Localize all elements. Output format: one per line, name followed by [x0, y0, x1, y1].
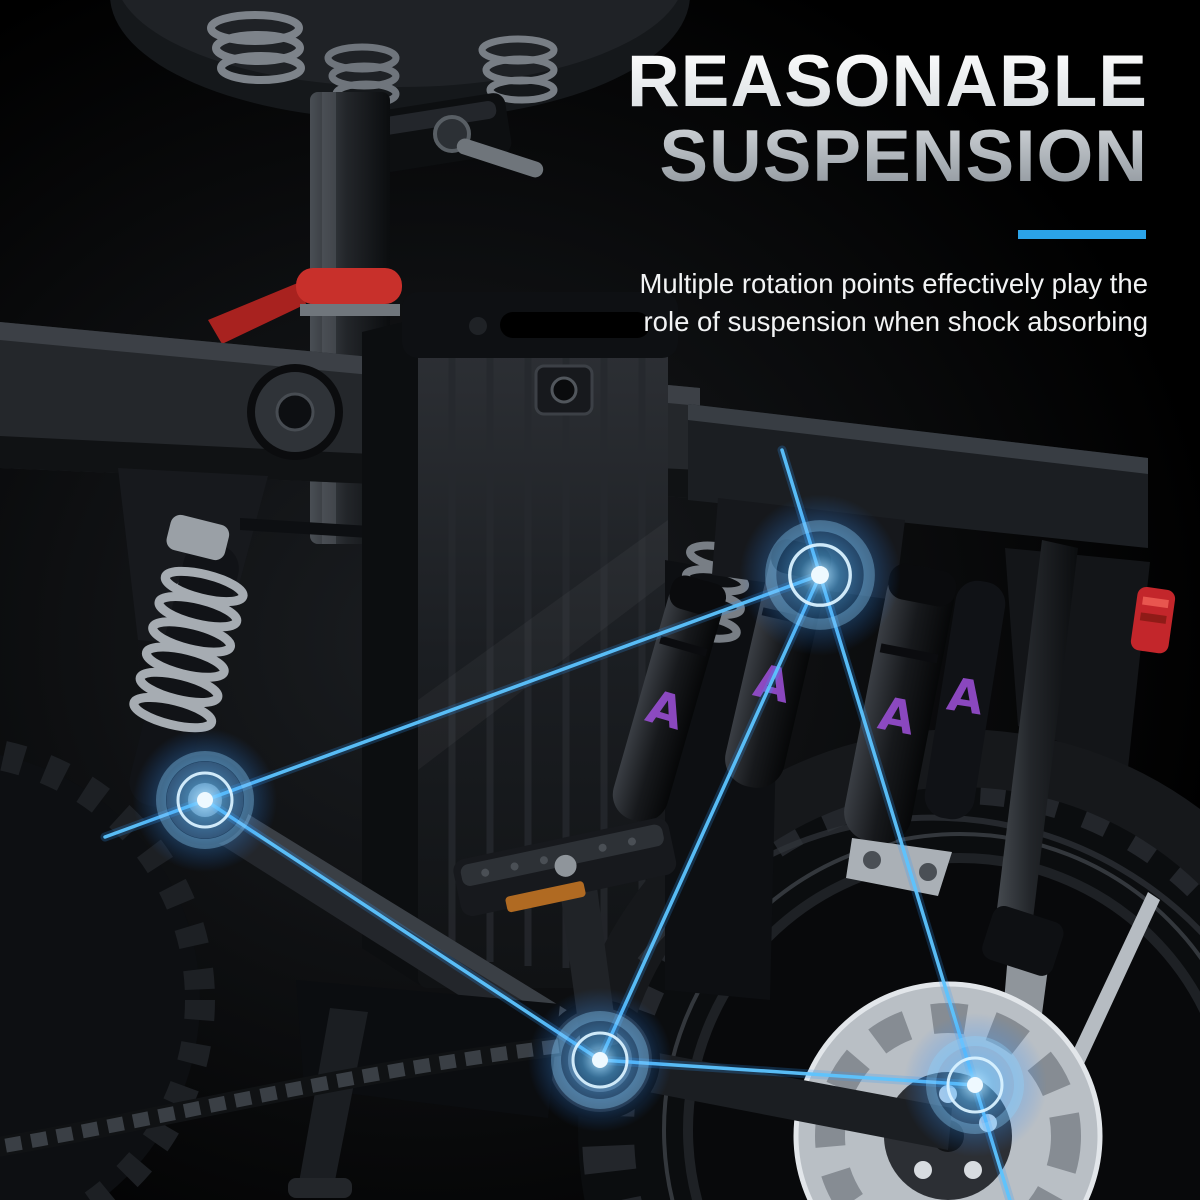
saddle-spring-right — [478, 35, 558, 104]
title-line-1: REASONABLE — [626, 41, 1148, 122]
saddle-rail — [456, 138, 544, 178]
rotation-point-front-frame — [133, 728, 277, 872]
rotation-point-crank-axle — [528, 988, 672, 1132]
pedal — [453, 818, 677, 917]
pedal-reflector — [505, 881, 586, 913]
rotation-highlights — [100, 445, 1047, 1200]
description-line-1: Multiple rotation points effectively pla… — [639, 268, 1148, 300]
rear-shock-3: A — [844, 563, 957, 844]
kickstand-leg — [298, 1008, 368, 1196]
rotation-point-rear-axle — [903, 1013, 1047, 1157]
rotation-point-upper-shock-mount — [739, 494, 901, 656]
tail-reflector — [1130, 586, 1176, 654]
saddle-and-springs — [110, 0, 690, 180]
headline-block: REASONABLE SUSPENSION Multiple rotation … — [627, 44, 1148, 340]
rear-shock-1: A — [612, 575, 727, 822]
description-line-2: role of suspension when shock absorbing — [643, 305, 1148, 337]
front-wheel-partial — [0, 739, 215, 1200]
battery-handle — [402, 292, 678, 358]
brake-caliper — [982, 905, 1064, 976]
seat-clamp-red — [208, 268, 402, 344]
accent-underline — [1018, 230, 1146, 240]
title-line-2: SUSPENSION — [659, 116, 1148, 198]
pedal-spindle — [554, 854, 577, 877]
rear-shock-4: A — [924, 580, 1006, 820]
chain — [0, 1036, 562, 1157]
charging-port — [534, 364, 594, 416]
battery-pack — [362, 292, 678, 988]
shock-brand-letter: A — [944, 667, 988, 726]
left-coil-shock — [129, 514, 248, 808]
page-title: REASONABLE SUSPENSION — [627, 44, 1148, 194]
description-text: Multiple rotation points effectively pla… — [627, 265, 1148, 339]
saddle-spring-left — [207, 11, 305, 84]
